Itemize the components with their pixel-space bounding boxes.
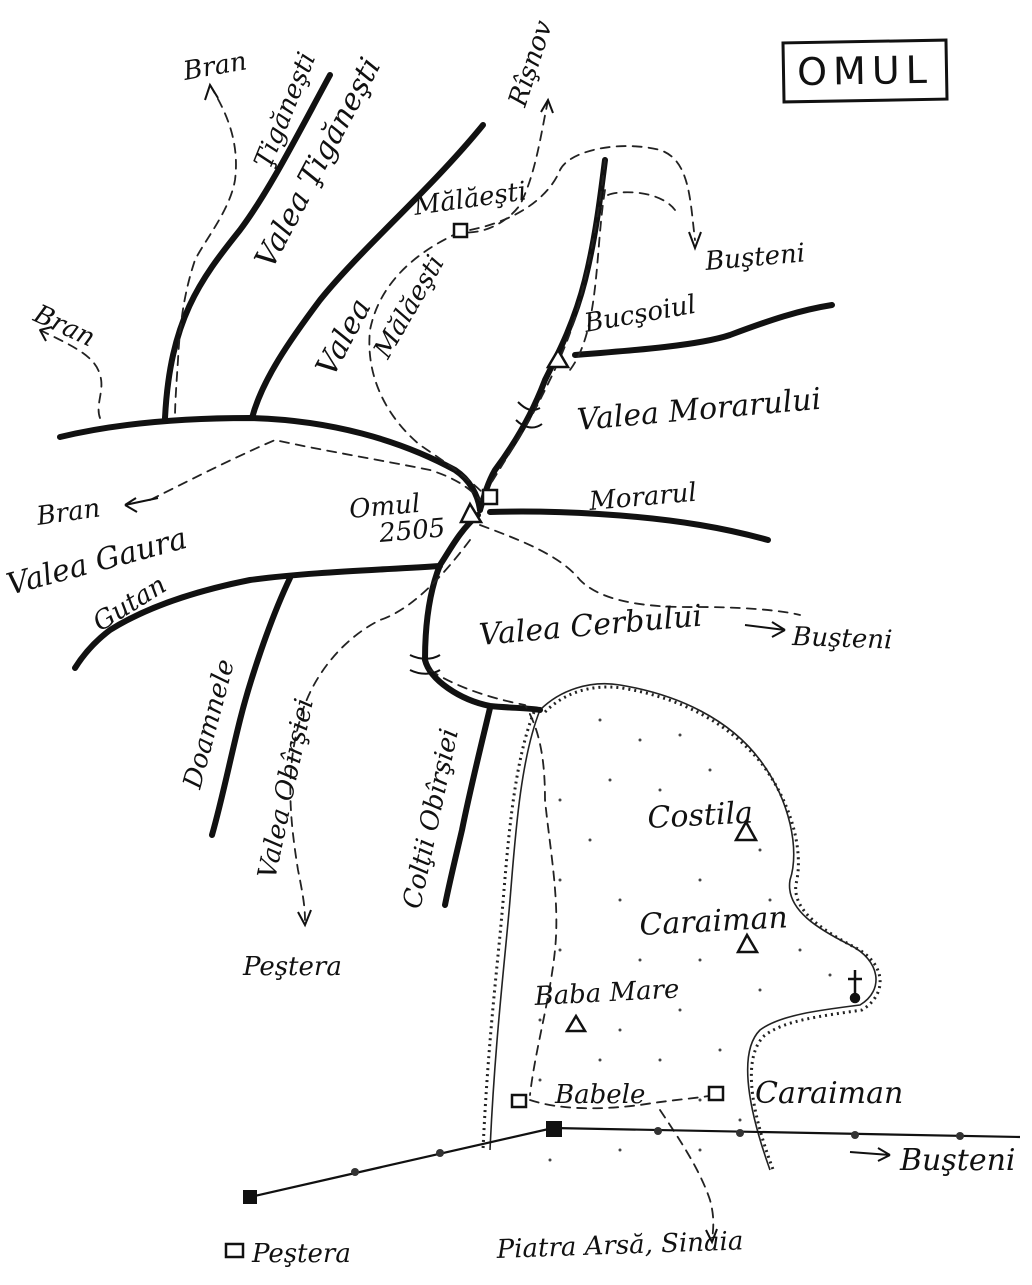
label-risnov: Rîşnov xyxy=(503,17,559,112)
hut-pestera-icon xyxy=(224,1242,245,1259)
hut-caraiman-icon xyxy=(707,1085,725,1102)
arrow-busteni-1-icon xyxy=(688,231,702,251)
label-baba-mare: Baba Mare xyxy=(533,974,680,1012)
arrow-piatra-arsa-icon xyxy=(705,1228,718,1245)
hut-malaesti-icon xyxy=(452,222,469,239)
label-babele: Babele xyxy=(554,1080,645,1110)
label-omul: Omul xyxy=(348,489,421,525)
huts xyxy=(224,222,725,1259)
labels: Bran Ţigăneşti Valea Ţigăneşti Rîşnov Mă… xyxy=(3,17,1015,1269)
label-valea-cerbului: Valea Cerbului xyxy=(478,599,704,653)
arrow-bran-1-icon xyxy=(204,82,219,101)
label-costila: Costila xyxy=(647,796,754,836)
peak-costila-icon xyxy=(733,819,759,842)
label-bran-3: Bran xyxy=(34,493,102,532)
map-title: OMUL xyxy=(781,38,949,104)
peak-baba-mare-icon xyxy=(564,1013,588,1033)
label-doamnele: Doamnele xyxy=(178,656,242,793)
cable-station-babele-icon xyxy=(546,1121,562,1137)
cable-station-pestera-icon xyxy=(243,1190,257,1204)
hut-omul-icon xyxy=(481,488,499,506)
arrow-busteni-2-icon xyxy=(744,621,786,638)
arrow-bran-3-icon xyxy=(124,497,159,513)
plateau-area xyxy=(481,682,882,1173)
peak-bucsoiul-icon xyxy=(545,347,571,369)
peaks xyxy=(458,347,760,1033)
label-coltii-obirsiei: Colţii Obîrşiei xyxy=(398,726,465,912)
arrow-pestera-icon xyxy=(297,909,312,928)
label-busteni-1: Buşteni xyxy=(703,238,806,277)
label-morarul: Morarul xyxy=(587,478,698,517)
arrow-risnov-icon xyxy=(540,97,554,114)
label-valea: Valea xyxy=(309,293,378,382)
hut-babele-icon xyxy=(510,1093,528,1109)
cable-car-line xyxy=(243,1121,1021,1204)
label-pestera-valley: Peştera xyxy=(242,952,342,982)
label-omul-altitude: 2505 xyxy=(377,513,447,549)
label-piatra-arsa: Piatra Arsă, Sinaia xyxy=(495,1226,744,1265)
label-caraiman-hut: Caraiman xyxy=(755,1076,903,1111)
label-busteni-3: Buşteni xyxy=(899,1143,1016,1178)
arrow-busteni-3-icon xyxy=(849,1147,891,1162)
label-bran-1: Bran xyxy=(180,46,249,87)
arrow-bran-2-icon xyxy=(39,326,53,342)
arrows xyxy=(39,82,891,1245)
trails xyxy=(39,84,801,1241)
peak-omul-icon xyxy=(458,501,484,524)
passage-marks xyxy=(409,401,543,675)
label-caraiman-peak: Caraiman xyxy=(639,900,789,943)
label-pestera-station: Peştera xyxy=(251,1239,351,1269)
label-valea-morarului: Valea Morarului xyxy=(576,382,823,438)
label-busteni-2: Buşteni xyxy=(791,622,893,656)
ridges xyxy=(57,72,835,908)
cross-monument-icon xyxy=(848,970,862,1004)
plateau-dots xyxy=(538,718,832,1162)
label-valea-obirsiei: Valea Obîrşiei xyxy=(253,696,320,882)
peak-caraiman-icon xyxy=(735,932,760,954)
label-valea-malaesti: Mălăeşti xyxy=(368,250,451,364)
label-bran-2: Bran xyxy=(28,299,99,354)
label-bucsoiul: Bucşoiul xyxy=(581,290,698,339)
